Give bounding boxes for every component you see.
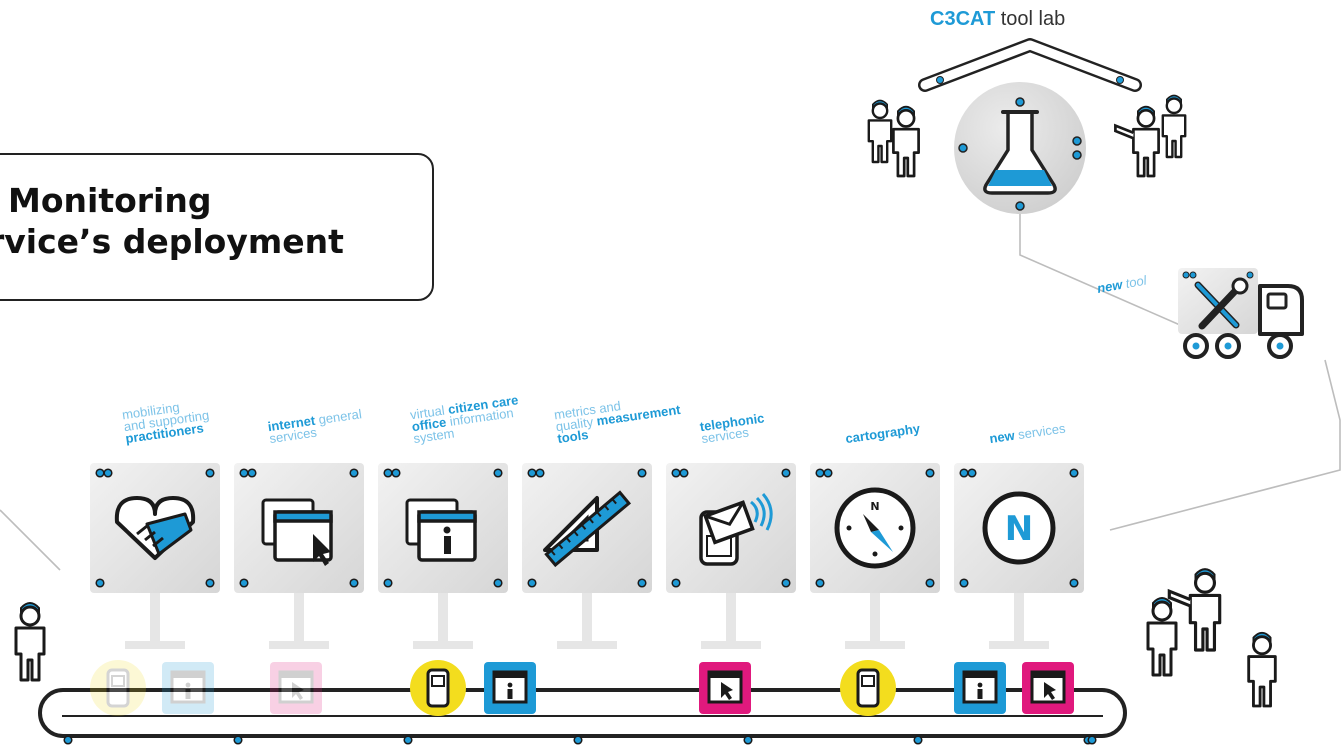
station-stand: [726, 593, 736, 643]
station-label: cartography: [844, 421, 921, 446]
tool-lab-brand: C3CAT: [930, 8, 996, 30]
belt-info: [484, 662, 536, 714]
station-stand: [870, 593, 880, 643]
station-label: internet generalservices: [267, 406, 365, 446]
connector-lines: [0, 210, 1341, 571]
phone-mail-icon: [699, 493, 773, 566]
ruler-square-icon: [543, 490, 632, 568]
compass-icon: N: [834, 487, 916, 569]
station-label: new services: [988, 421, 1066, 447]
new-service-icon: N: [982, 491, 1056, 565]
tool-lab-label: C3CAT tool lab: [930, 8, 1065, 31]
station-label: telephonicservices: [699, 410, 767, 446]
truck-wheels: [1183, 333, 1293, 359]
left-worker-line: [0, 509, 61, 571]
wrench-screwdriver-icon: [1194, 277, 1249, 330]
lab-worker-2: [892, 105, 920, 178]
browser-info-icon: [405, 498, 477, 562]
truck-to-services-line: [1109, 359, 1341, 531]
title-box: [0, 153, 434, 301]
worker-right-2: [1167, 568, 1222, 652]
station-1: mobilizingand supportingpractitioners: [90, 395, 220, 649]
new-service-letter: N: [1005, 509, 1033, 549]
belt-phone: [410, 660, 466, 716]
station-stand: [582, 593, 592, 643]
station-4: metrics andquality measurementtools: [522, 390, 684, 649]
browser-cursor-icon: [261, 498, 333, 566]
belt-cursor-2: [1022, 662, 1074, 714]
flask-icon: [983, 110, 1057, 195]
belt-cursor: [699, 662, 751, 714]
lab-roof: [918, 38, 1142, 92]
belt-phone-2: [840, 660, 896, 716]
tool-lab-text: tool lab: [1000, 8, 1066, 30]
lab-worker-4: [1161, 94, 1187, 159]
station-stand: [150, 593, 160, 643]
station-3: virtual citizen careoffice informationsy…: [378, 392, 522, 649]
new-tool-label: new tool: [1096, 272, 1149, 296]
title-line-2: rvice’s deployment: [0, 222, 344, 261]
belt-phone-faded: [90, 660, 146, 716]
handshake-icon: [114, 496, 196, 560]
lab-to-truck-line: [1019, 210, 1181, 326]
station-stand: [438, 593, 448, 643]
tool-truck: new tool: [1096, 268, 1304, 359]
station-label: mobilizingand supportingpractitioners: [121, 395, 212, 446]
station-label: metrics andquality measurementtools: [553, 390, 684, 446]
station-5: telephonicservices: [666, 410, 796, 649]
belt-cursor-faded: [270, 662, 322, 714]
station-2: internet generalservices: [234, 406, 364, 649]
worker-right-3: [1247, 631, 1277, 708]
worker-left: [14, 602, 46, 682]
compass-letter: N: [870, 500, 879, 513]
belt-info-2: [954, 662, 1006, 714]
workers: [14, 94, 1277, 708]
belt-items: [90, 660, 1074, 716]
station-stand: [1014, 593, 1024, 643]
title-line-1: Monitoring: [8, 181, 212, 220]
station-stand: [294, 593, 304, 643]
service-stations: mobilizingand supportingpractitioners int…: [90, 390, 1084, 649]
station-label: virtual citizen careoffice informationsy…: [409, 392, 522, 446]
belt-info-faded: [162, 662, 214, 714]
lab-worker-3: [1114, 105, 1160, 178]
tool-lab: [918, 38, 1142, 214]
worker-right-1: [1146, 597, 1178, 677]
lab-worker-1: [867, 99, 893, 164]
